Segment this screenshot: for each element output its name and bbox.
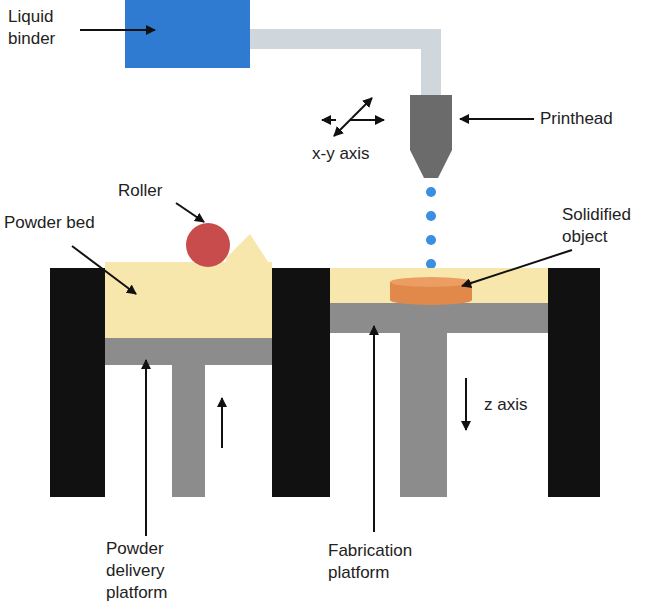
roller <box>186 223 230 267</box>
label-printhead: Printhead <box>540 108 640 130</box>
fabrication-platform <box>330 303 548 333</box>
down-arrow <box>465 378 467 430</box>
object-top <box>390 277 472 287</box>
xy-axis-arrows <box>322 98 384 136</box>
binder-reservoir <box>125 0 250 68</box>
powder-bed <box>105 262 272 340</box>
binder-droplets <box>426 187 436 269</box>
powder-spreader <box>226 234 272 268</box>
label-z-axis: z axis <box>484 394 554 416</box>
delivery-piston <box>172 365 205 497</box>
leader-arrows <box>72 30 572 536</box>
fabrication-powder <box>330 268 548 304</box>
label-powder-delivery-platform: Powder delivery platform <box>106 538 192 604</box>
up-arrow <box>221 398 223 448</box>
label-solidified-object: Solidified object <box>562 204 644 248</box>
label-fabrication-platform: Fabrication platform <box>328 540 430 584</box>
fabrication-piston <box>400 333 447 497</box>
label-powder-bed: Powder bed <box>4 212 104 234</box>
powder-delivery-platform <box>105 338 272 365</box>
label-xy-axis: x-y axis <box>312 143 402 165</box>
label-roller: Roller <box>118 180 198 202</box>
printhead-body <box>410 95 452 178</box>
label-liquid-binder: Liquid binder <box>8 6 78 50</box>
binder-tube <box>248 39 431 96</box>
